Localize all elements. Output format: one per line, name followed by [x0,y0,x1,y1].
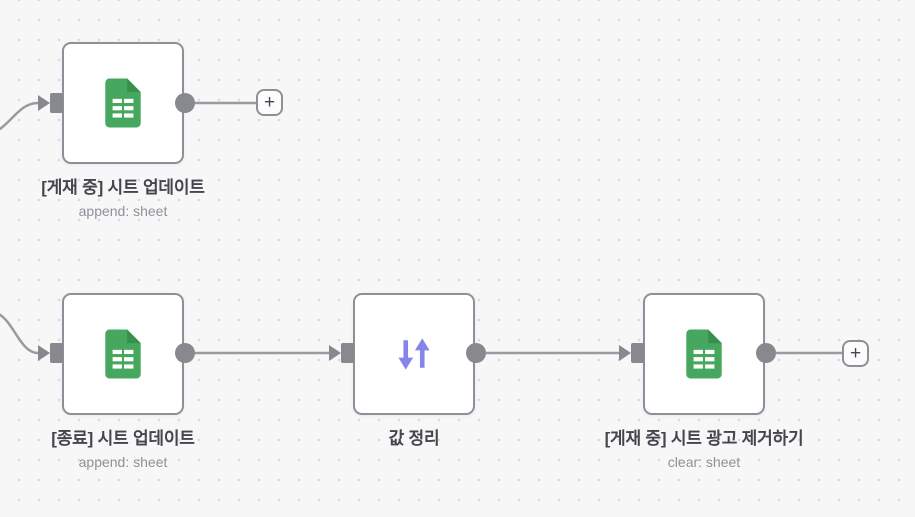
node-title: [종료] 시트 업데이트 [51,429,195,448]
google-sheets-icon [105,78,141,128]
node-title: 값 정리 [388,429,440,448]
node-subtitle: append: sheet [78,203,168,219]
node-label: [게재 중] 시트 업데이트 append: sheet [41,173,205,219]
node-box[interactable] [62,42,184,164]
node-box[interactable] [353,293,475,415]
sort-arrows-icon [398,338,430,370]
node-label: [종료] 시트 업데이트 append: sheet [51,424,195,470]
plus-icon: + [849,343,862,364]
input-arrow-icon-node-1 [38,95,50,111]
google-sheets-icon [105,329,141,379]
input-arrow-icon-node-4 [619,345,631,361]
input-arrow-icon-node-3 [329,345,341,361]
node-subtitle: append: sheet [78,454,168,470]
connection-offscreen-to-node-2[interactable] [0,313,39,355]
node-label: 값 정리 [389,424,440,454]
plus-icon: + [263,92,276,113]
node-box[interactable] [62,293,184,415]
node-title: [게재 중] 시트 업데이트 [41,178,205,197]
node-sheets-update-live[interactable]: [게재 중] 시트 업데이트 append: sheet [41,42,205,219]
node-sort-values[interactable]: 값 정리 [353,293,475,448]
connection-offscreen-to-node-1[interactable] [0,101,39,131]
add-node-button[interactable]: + [256,89,283,116]
node-title: [게재 중] 시트 광고 제거하기 [604,429,804,448]
node-subtitle: clear: sheet [667,454,741,470]
node-sheets-update-ended[interactable]: [종료] 시트 업데이트 append: sheet [51,293,195,470]
add-node-button[interactable]: + [842,340,869,367]
google-sheets-icon [686,329,722,379]
input-arrow-icon-node-2 [38,345,50,361]
node-sheets-clear-ads[interactable]: [게재 중] 시트 광고 제거하기 clear: sheet [605,293,804,470]
node-box[interactable] [643,293,765,415]
node-label: [게재 중] 시트 광고 제거하기 clear: sheet [605,424,804,470]
